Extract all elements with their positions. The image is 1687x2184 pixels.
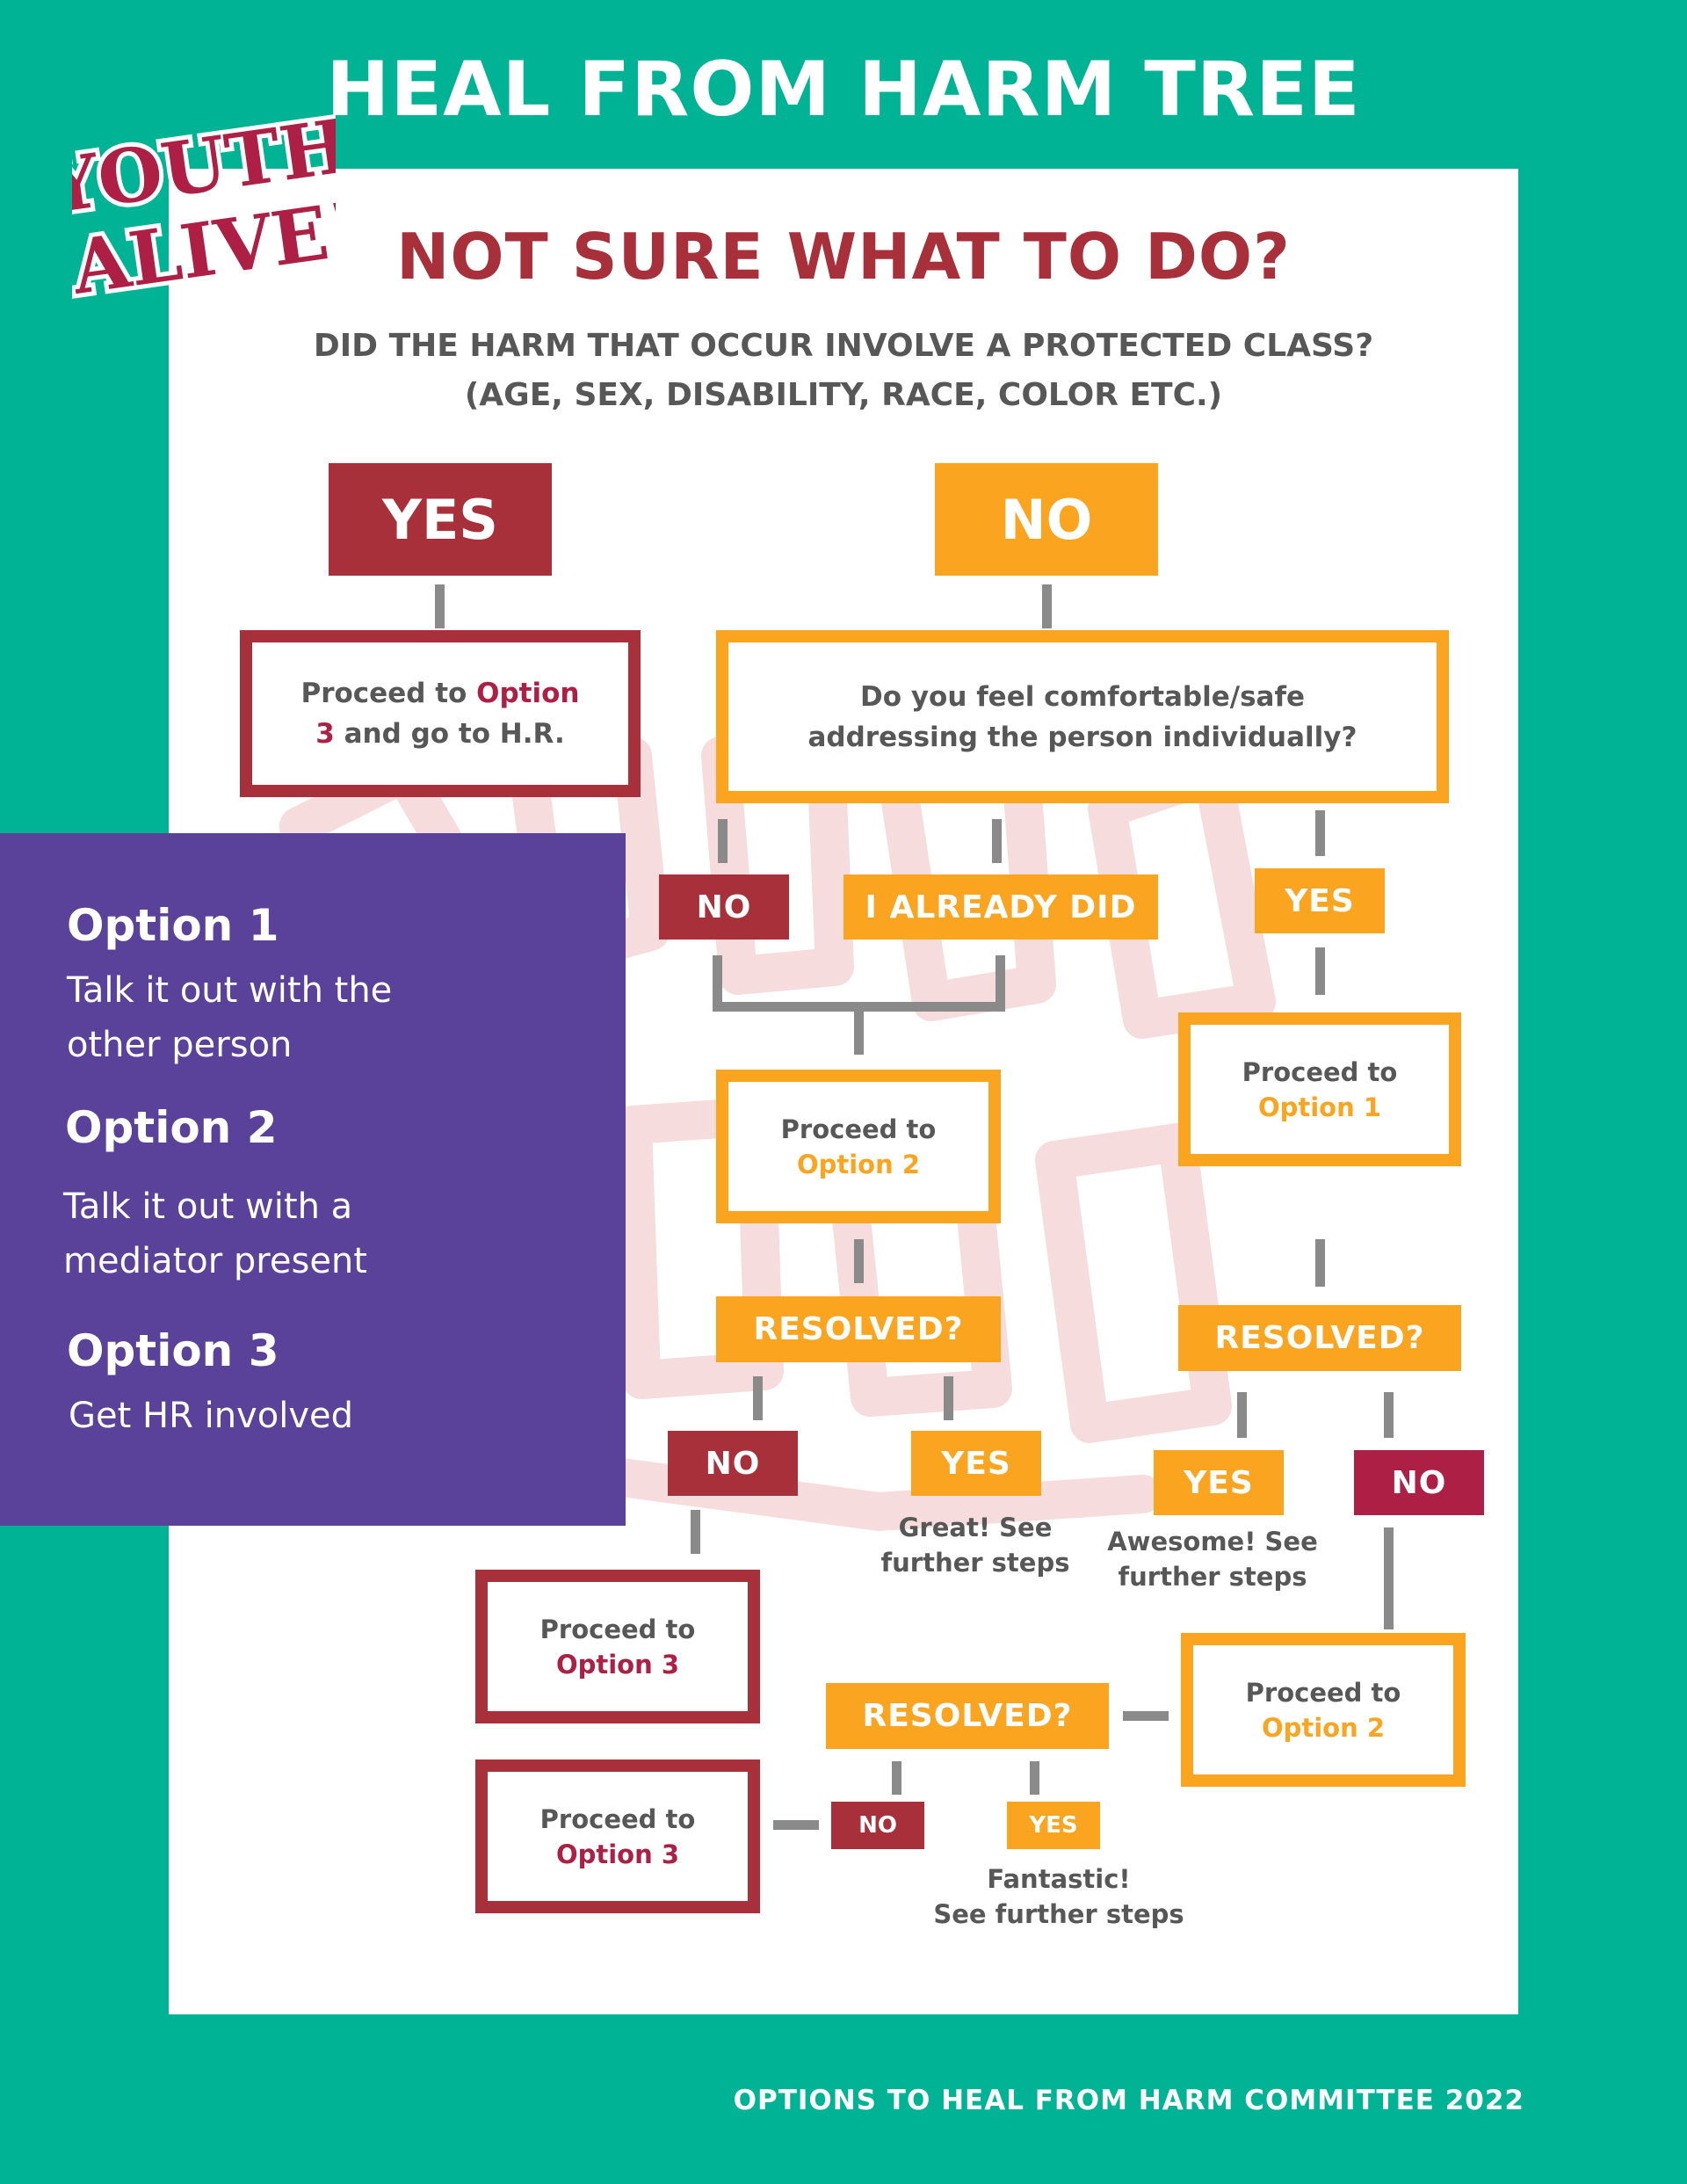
resolved-box: RESOLVED? bbox=[716, 1296, 1001, 1362]
proceed-option: Option 3 bbox=[555, 1649, 680, 1680]
subtitle: NOT SURE WHAT TO DO? bbox=[396, 220, 1291, 294]
resolved-box: RESOLVED? bbox=[826, 1683, 1109, 1749]
proceed-label: Proceed to bbox=[539, 1803, 696, 1834]
option-3-title: Option 3 bbox=[67, 1325, 279, 1376]
awesome-note: Awesome! See further steps bbox=[1090, 1524, 1336, 1594]
connector bbox=[854, 1009, 864, 1055]
connector bbox=[1315, 1239, 1325, 1287]
connector bbox=[892, 1761, 901, 1795]
connector bbox=[718, 819, 728, 863]
footer-credit: OPTIONS TO HEAL FROM HARM COMMITTEE 2022 bbox=[733, 2085, 1524, 2116]
connector bbox=[1384, 1392, 1394, 1438]
resolved-yes-box: YES bbox=[911, 1431, 1041, 1496]
note-line-2: further steps bbox=[880, 1548, 1070, 1578]
option-1-description: Talk it out with the other person bbox=[67, 963, 392, 1072]
option-3-description: Get HR involved bbox=[69, 1389, 353, 1443]
hr-box-text-2: and go to H.R. bbox=[334, 718, 565, 750]
note-line-1: Awesome! See bbox=[1107, 1527, 1318, 1556]
resolved-no-box: NO bbox=[1354, 1450, 1484, 1515]
proceed-label: Proceed to bbox=[539, 1614, 696, 1644]
connector bbox=[992, 819, 1002, 863]
connector bbox=[1384, 1527, 1394, 1629]
options-legend-panel: Option 1 Talk it out with the other pers… bbox=[0, 833, 626, 1526]
proceed-option-3-box: Proceed to Option 3 bbox=[475, 1570, 760, 1723]
connector bbox=[1315, 810, 1325, 856]
connector bbox=[944, 1376, 953, 1420]
fantastic-note: Fantastic! See further steps bbox=[914, 1861, 1204, 1932]
note-line-2: further steps bbox=[1118, 1562, 1307, 1592]
branch-no-box: NO bbox=[659, 874, 789, 940]
connector bbox=[996, 955, 1005, 1010]
comfort-line-2: addressing the person individually? bbox=[807, 721, 1358, 753]
protected-class-question: DID THE HARM THAT OCCUR INVOLVE A PROTEC… bbox=[169, 322, 1518, 420]
option-1-title: Option 1 bbox=[67, 900, 279, 951]
connector bbox=[854, 1239, 864, 1283]
hr-box-option: Option bbox=[476, 678, 580, 709]
hr-box-text: Proceed to bbox=[300, 678, 477, 709]
connector bbox=[713, 955, 722, 1010]
connector bbox=[713, 1002, 1005, 1012]
note-line-1: Great! See bbox=[898, 1513, 1053, 1542]
question-line-2: (AGE, SEX, DISABILITY, RACE, COLOR ETC.) bbox=[464, 377, 1223, 413]
connector bbox=[1123, 1711, 1169, 1721]
proceed-option-3-box: Proceed to Option 3 bbox=[475, 1760, 760, 1913]
connector bbox=[1042, 584, 1052, 628]
resolved-yes-box: YES bbox=[1007, 1802, 1100, 1849]
hr-box: Proceed to Option 3 and go to H.R. bbox=[240, 630, 641, 797]
connector bbox=[1030, 1761, 1039, 1795]
top-yes-box: YES bbox=[329, 463, 552, 576]
proceed-option: Option 3 bbox=[555, 1839, 680, 1869]
comfort-line-1: Do you feel comfortable/safe bbox=[860, 680, 1305, 713]
resolved-no-box: NO bbox=[668, 1431, 798, 1496]
resolved-box: RESOLVED? bbox=[1178, 1305, 1461, 1371]
great-note: Great! See further steps bbox=[870, 1510, 1081, 1580]
option-2-title: Option 2 bbox=[65, 1102, 278, 1153]
connector bbox=[691, 1510, 700, 1554]
hr-box-option-number: 3 bbox=[315, 718, 335, 750]
option-1-desc-line-2: other person bbox=[67, 1025, 293, 1065]
branch-yes-box: YES bbox=[1255, 868, 1385, 933]
connector bbox=[435, 584, 445, 628]
option-1-desc-line-1: Talk it out with the bbox=[67, 970, 393, 1011]
connector bbox=[753, 1376, 763, 1420]
proceed-option: Option 2 bbox=[796, 1149, 921, 1179]
proceed-label: Proceed to bbox=[780, 1114, 937, 1144]
connector bbox=[773, 1820, 819, 1830]
option-2-desc-line-2: mediator present bbox=[63, 1241, 367, 1281]
proceed-option-1-box: Proceed to Option 1 bbox=[1178, 1012, 1461, 1166]
youth-alive-logo: YOUTH ALIVE! bbox=[72, 104, 336, 315]
resolved-no-box: NO bbox=[831, 1802, 924, 1849]
proceed-option-2-box: Proceed to Option 2 bbox=[716, 1070, 1001, 1223]
proceed-label: Proceed to bbox=[1242, 1056, 1398, 1087]
proceed-option: Option 2 bbox=[1261, 1712, 1386, 1743]
note-line-2: See further steps bbox=[933, 1899, 1184, 1929]
resolved-yes-box: YES bbox=[1154, 1450, 1284, 1515]
comfort-question-box: Do you feel comfortable/safe addressing … bbox=[716, 630, 1449, 803]
question-line-1: DID THE HARM THAT OCCUR INVOLVE A PROTEC… bbox=[313, 328, 1374, 364]
connector bbox=[1237, 1392, 1247, 1438]
proceed-option: Option 1 bbox=[1257, 1092, 1382, 1122]
option-2-desc-line-1: Talk it out with a bbox=[63, 1186, 353, 1227]
option-3-desc-line-1: Get HR involved bbox=[69, 1396, 353, 1436]
branch-already-did-box: I ALREADY DID bbox=[844, 874, 1158, 940]
connector bbox=[1315, 947, 1325, 995]
note-line-1: Fantastic! bbox=[987, 1864, 1131, 1894]
proceed-option-2-box: Proceed to Option 2 bbox=[1181, 1633, 1466, 1787]
option-2-description: Talk it out with a mediator present bbox=[63, 1179, 367, 1288]
proceed-label: Proceed to bbox=[1245, 1677, 1401, 1708]
top-no-box: NO bbox=[935, 463, 1158, 576]
page-title: HEAL FROM HARM TREE bbox=[326, 46, 1361, 134]
